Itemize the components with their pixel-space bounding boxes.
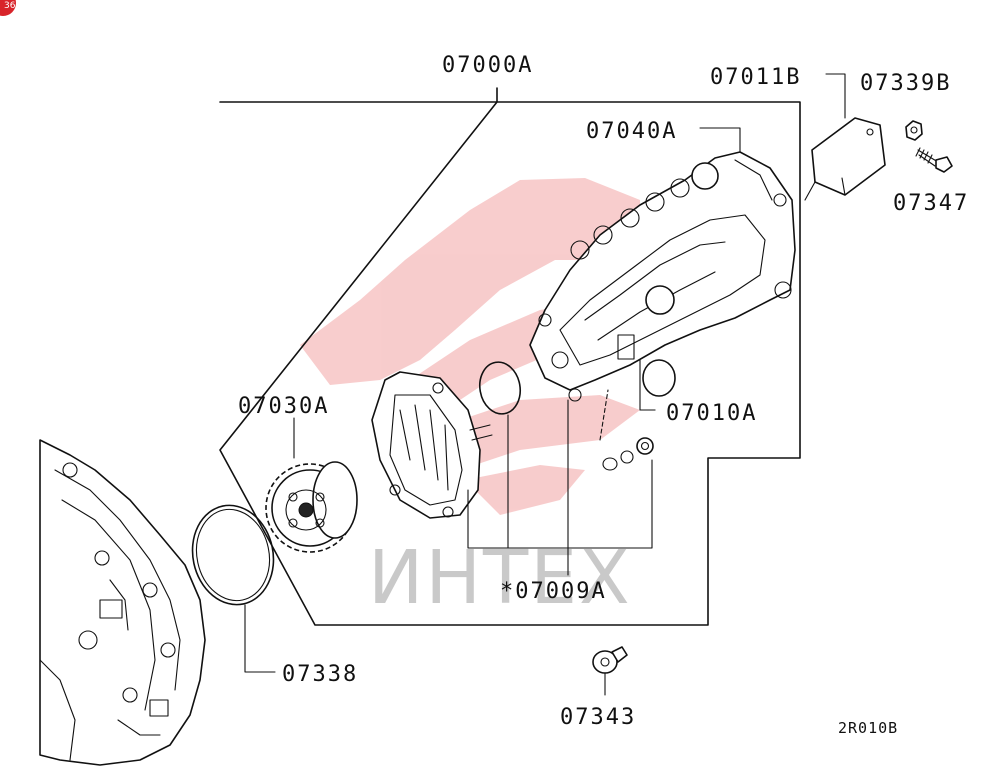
bolt-07347 bbox=[915, 147, 953, 173]
label-07347: 07347 bbox=[893, 191, 969, 216]
injection-pump bbox=[529, 127, 796, 411]
label-07000A: 07000A bbox=[442, 53, 533, 78]
assembly-outline bbox=[219, 87, 801, 626]
svg-text:36: 36 bbox=[4, 1, 16, 11]
corner-badge: 36 bbox=[0, 0, 16, 16]
label-07343: 07343 bbox=[560, 705, 636, 730]
label-07009A: *07009A bbox=[500, 579, 607, 604]
watermark-text: ИНТЕХ bbox=[368, 535, 632, 621]
o-ring-07338 bbox=[191, 504, 275, 606]
label-07010A: 07010A bbox=[666, 401, 757, 426]
drawing-code: 2R010B bbox=[838, 719, 898, 737]
label-07338: 07338 bbox=[282, 662, 358, 687]
washers bbox=[602, 437, 654, 471]
label-07011B: 07011B bbox=[710, 65, 801, 90]
label-07030A: 07030A bbox=[238, 394, 329, 419]
drive-gear bbox=[265, 461, 358, 553]
bracket-plate bbox=[804, 117, 886, 201]
nut-07339B bbox=[905, 120, 923, 141]
gasket-ring bbox=[478, 361, 522, 415]
label-07339B: 07339B bbox=[860, 71, 951, 96]
engine-housing bbox=[39, 439, 206, 766]
plug-bolt-07343 bbox=[592, 646, 628, 696]
label-07040A: 07040A bbox=[586, 119, 677, 144]
flange-housing bbox=[371, 371, 493, 519]
